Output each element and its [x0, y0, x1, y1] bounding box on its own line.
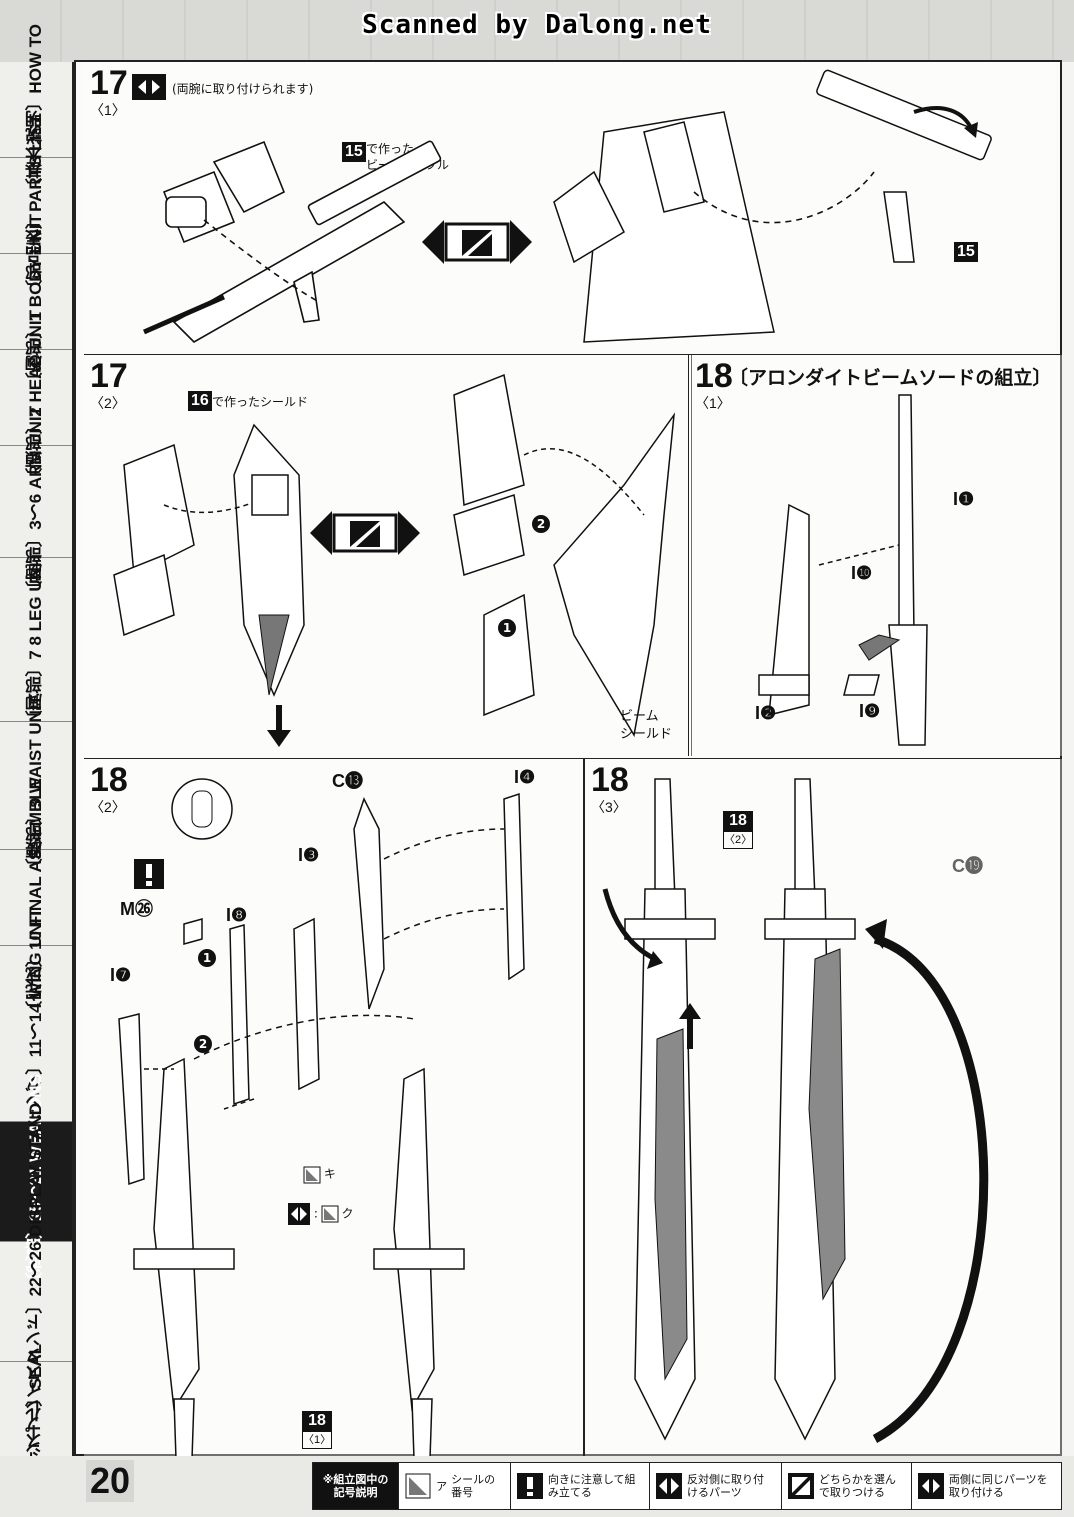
instructions-area: 17 〈1〉 (両腕に取り付けられます) 15 で作った ビームライフル — [74, 60, 1062, 1458]
legend-caution: 向きに注意して組み立てる — [511, 1463, 651, 1509]
part-I9: I❾ — [859, 701, 881, 721]
tab-parts-list[interactable]: 〔部品表〕PARTS LIST — [0, 114, 72, 297]
choose-one-arrow-icon — [310, 511, 420, 555]
panel-step-17-2: 17 〈2〉 16 で作ったシールド — [84, 354, 692, 756]
part-I8: I❽ — [226, 905, 248, 925]
section-sidebar: 〔基本説明〕HOW TO 〔部品表〕PARTS LIST 〔胸部〕1 BODY … — [0, 24, 74, 1500]
tab-display-stand[interactable]: 〔ディスプレイスタンド〕22〜26 DISPLAY STAND — [0, 1103, 72, 1500]
step-number: 17 — [90, 357, 128, 395]
arm-with-rifle-illustration — [142, 140, 442, 343]
step-sub: 〈1〉 — [695, 395, 731, 411]
order-2: 2 — [194, 1035, 212, 1053]
panel-step-18-1: 18 〈1〉 〔アロンダイトビームソードの組立〕 I❶ I❿ I❷ I❾ — [688, 354, 1062, 756]
step-18-1-reference: 18〈1〉 — [302, 1411, 333, 1449]
order-2: 2 — [532, 515, 550, 533]
shield-ref-text: で作ったシールド — [212, 395, 309, 409]
legend-choose-one: どちらかを選んで取りつける — [782, 1463, 912, 1509]
step-number: 18 — [591, 761, 629, 799]
legend-opposite: 反対側に取り付けるパーツ — [650, 1463, 782, 1509]
part-I10: I❿ — [851, 563, 873, 583]
rifle-reference: 15 — [342, 140, 366, 162]
choose-one-arrow-icon — [422, 220, 532, 264]
sword-assembly-illustration — [118, 778, 525, 1458]
part-I3: I❸ — [298, 845, 320, 865]
tab-body-unit[interactable]: 〔胸部〕1 BODY UNIT — [0, 214, 72, 389]
top-background — [0, 0, 1074, 62]
arm-beam-shield-illustration — [453, 373, 676, 738]
step-18-2-reference: 18〈2〉 — [723, 811, 754, 849]
seal-ku-opposite: : ク — [288, 1203, 354, 1225]
choose-one-icon — [787, 1473, 814, 1499]
arm-shield-illustration — [113, 423, 305, 747]
part-C19: C⓳ — [952, 856, 983, 876]
part-M26: M㉖ — [120, 899, 153, 919]
finished-sword-illustration — [602, 778, 989, 1443]
tab-final-assemble[interactable]: 〔完成〕10 FINAL ASSEMBLE — [0, 778, 72, 1017]
body-with-rifle-illustration — [553, 69, 992, 343]
both-arms-note: (両腕に取り付けられます) — [172, 82, 314, 96]
beam-sword-parts-illustration — [758, 394, 928, 746]
shield-reference: 16 — [188, 389, 212, 411]
seal-ki: キ — [303, 1165, 336, 1183]
tab-seal[interactable]: 〔シール〕SEAL — [26, 1343, 46, 1475]
part-I4: I❹ — [514, 767, 536, 787]
caution-icon — [516, 1473, 543, 1499]
caution-icon — [134, 859, 164, 889]
scan-credit: Scanned by Dalong.net — [362, 10, 712, 40]
part-I1: I❶ — [953, 489, 975, 509]
opposite-parts-icon — [288, 1203, 310, 1225]
beam-shield-label-1: ビーム — [620, 709, 659, 724]
step-sub: 〈2〉 — [90, 395, 126, 411]
tab-arm-unit[interactable]: 〔腕部〕3〜6 ARM UNIT — [0, 406, 72, 597]
panel-step-18-3: 18 〈3〉 18〈2〉 — [584, 758, 1062, 1458]
order-1: 1 — [198, 949, 216, 967]
legend-seal: ア シールの番号 — [399, 1463, 511, 1509]
tab-how-to[interactable]: 〔基本説明〕HOW TO — [0, 24, 72, 195]
part-I2: I❷ — [755, 703, 777, 723]
seal-icon — [321, 1205, 339, 1223]
step-title: 〔アロンダイトビームソードの組立〕 — [729, 367, 1052, 389]
ref-number: 15 — [342, 142, 366, 162]
panel-step-18-2: 18 〈2〉 M㉖ I❽ I❼ I❸ C⓭ I❹ 1 2 — [84, 758, 584, 1458]
seal-icon — [405, 1473, 431, 1499]
part-C13: C⓭ — [332, 771, 363, 791]
legend-title: ※組立図中の記号説明 — [313, 1463, 400, 1509]
same-parts-both-icon — [917, 1473, 944, 1499]
tab-leg-unit[interactable]: 〔脚部〕7 8 LEG UNIT — [0, 552, 72, 727]
part-I7: I❼ — [110, 965, 132, 985]
tab-wing-unit[interactable]: 〔ウイング〕11〜14 WING UNIT — [0, 908, 72, 1159]
step-number: 18 — [90, 761, 128, 799]
legend-same-both: 両側に同じパーツを取り付ける — [912, 1463, 1061, 1509]
rifle-ref-2: 15 — [954, 240, 978, 262]
beam-shield-label-2: シールド — [620, 727, 673, 742]
tab-waist-unit[interactable]: 〔腰部〕9 WAIST UNIT — [0, 695, 72, 876]
same-parts-both-icon — [132, 74, 166, 100]
step-number: 17 — [90, 64, 128, 102]
order-1: 1 — [498, 619, 516, 637]
step-number: 18 — [695, 357, 733, 395]
tab-weapons[interactable]: 〔武器〕15〜21 WEAPONS — [0, 1074, 72, 1289]
step-sub: 〈3〉 — [591, 799, 627, 815]
tab-head-unit[interactable]: 〔頭部〕2 HEAD UNIT — [0, 310, 72, 485]
step-sub: 〈2〉 — [90, 799, 126, 815]
step-sub: 〈1〉 — [90, 102, 126, 118]
page-number: 20 — [86, 1460, 135, 1502]
panel-step-17-1: 17 〈1〉 (両腕に取り付けられます) 15 で作った ビームライフル — [84, 62, 1056, 352]
rifle-ref-text-1: で作った — [366, 142, 415, 156]
seal-icon — [303, 1166, 321, 1183]
opposite-parts-icon — [656, 1473, 683, 1499]
symbol-legend: ※組立図中の記号説明 ア シールの番号 向きに注意して組み立てる 反対側に取り付… — [312, 1462, 1062, 1510]
